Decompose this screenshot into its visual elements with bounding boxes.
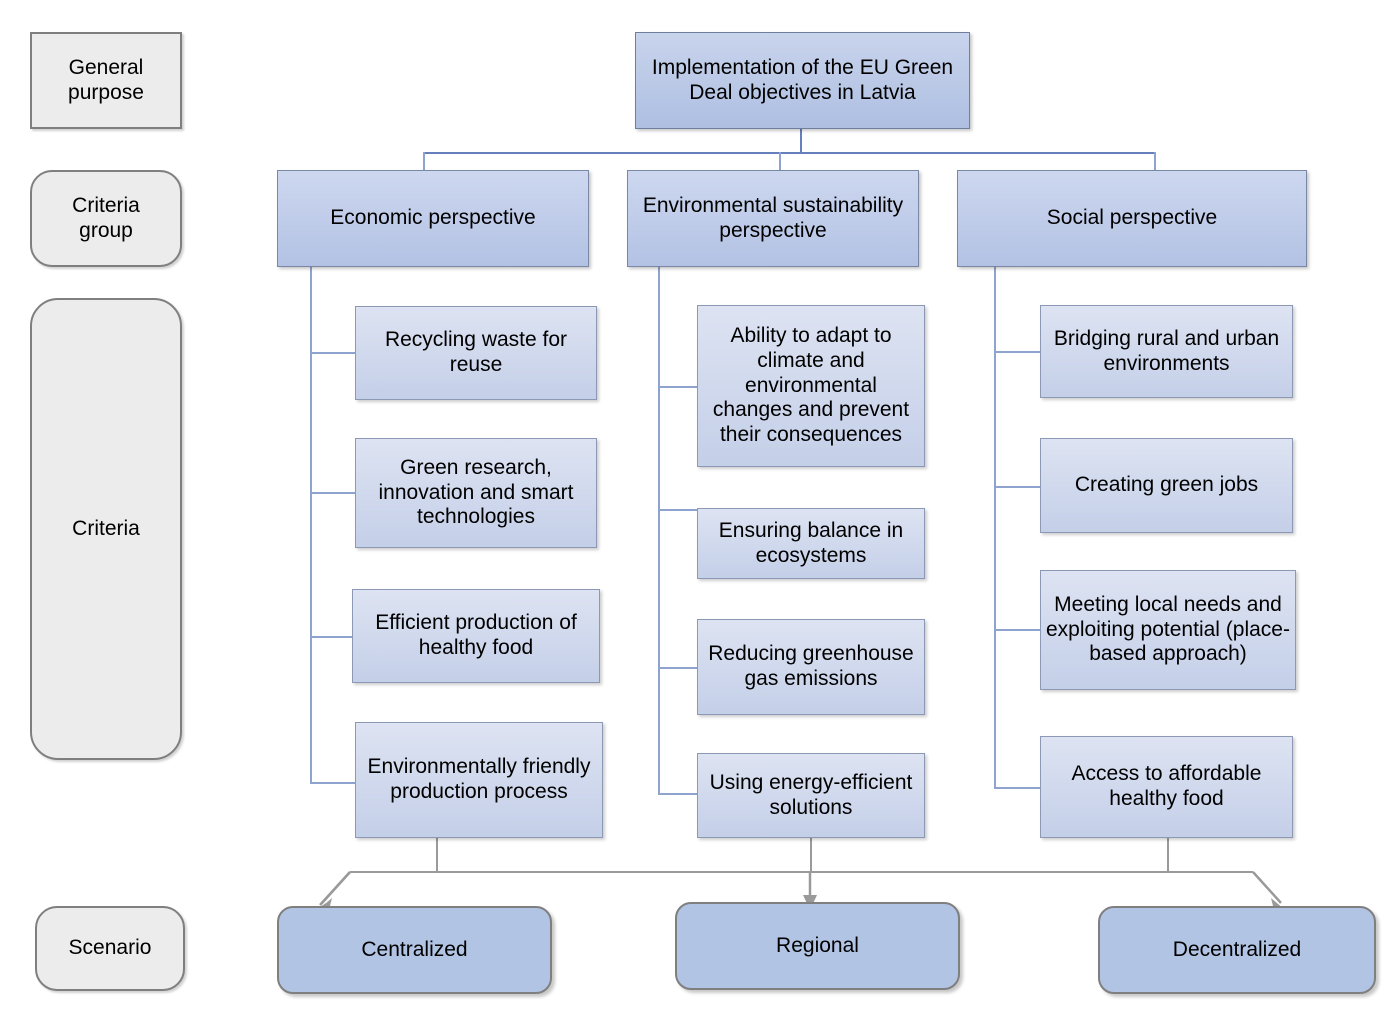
level-label-criteria-group-text: Criteria group [72,193,140,242]
scenario-box-regional[interactable]: Regional [675,902,960,990]
connector-trunk-group-2 [658,266,660,793]
level-label-criteria-text: Criteria [72,516,140,540]
connector-drop-group-3 [1154,152,1156,171]
connector-stub-g1-c3 [310,636,356,638]
criterion-box[interactable]: Bridging rural and urban environments [1040,305,1293,398]
connector-stub-g3-c1 [994,351,1041,353]
criterion-box[interactable]: Meeting local needs and exploiting poten… [1040,570,1296,690]
connector-stub-g3-c3 [994,629,1041,631]
connector-group-bus [423,152,1156,154]
goal-box[interactable]: Implementation of the EU Green Deal obje… [635,32,970,129]
criterion-label: Ability to adapt to climate and environm… [712,324,910,447]
criterion-box[interactable]: Creating green jobs [1040,438,1293,533]
level-label-criteria: Criteria [30,298,182,760]
criterion-label: Using energy-efficient solutions [709,770,913,819]
level-label-scenario-text: Scenario [68,936,152,960]
level-label-criteria-group: Criteria group [30,170,182,267]
connector-drop-group-2 [779,152,781,171]
criterion-label: Creating green jobs [1074,473,1259,497]
connector-stub-g1-c4 [310,782,356,784]
level-label-scenario: Scenario [35,906,185,991]
level-label-general-purpose-text: General purpose [68,55,144,104]
criterion-box[interactable]: Efficient production of healthy food [352,589,600,683]
criterion-box[interactable]: Access to affordable healthy food [1040,736,1293,838]
criterion-label: Reducing greenhouse gas emissions [708,642,914,690]
criterion-box[interactable]: Environmentally friendly production proc… [355,722,603,838]
connector-stub-g1-c1 [310,352,356,354]
scenario-label: Regional [776,933,859,957]
criterion-label: Meeting local needs and exploiting poten… [1046,592,1290,666]
criterion-label: Green research, innovation and smart tec… [378,455,574,529]
criterion-box[interactable]: Reducing greenhouse gas emissions [697,619,925,715]
level-label-general-purpose: General purpose [30,32,182,129]
criteria-group-box-environmental[interactable]: Environmental sustainability perspective [627,170,919,267]
scenario-label: Decentralized [1172,937,1302,961]
criterion-box[interactable]: Ability to adapt to climate and environm… [697,305,925,467]
criterion-label: Recycling waste for reuse [384,328,568,376]
connector-drop-to-scenario-bus-1 [436,838,438,872]
criterion-box[interactable]: Green research, innovation and smart tec… [355,438,597,548]
connector-stub-g1-c2 [310,492,356,494]
criterion-label: Access to affordable healthy food [1071,762,1262,810]
scenario-box-centralized[interactable]: Centralized [277,906,552,994]
connector-stub-g3-c4 [994,787,1041,789]
criterion-label: Efficient production of healthy food [375,611,577,659]
connector-goal-stem [800,128,802,154]
connector-drop-to-scenario-bus-3 [1167,838,1169,872]
criteria-group-box-social[interactable]: Social perspective [957,170,1307,267]
connector-scenario-bus [350,871,1253,873]
connector-stub-g2-c1 [658,386,698,388]
criterion-box[interactable]: Using energy-efficient solutions [697,753,925,838]
criterion-label: Bridging rural and urban environments [1053,326,1280,375]
criterion-label: Environmentally friendly production proc… [367,755,591,803]
scenario-label: Centralized [361,937,468,961]
criteria-group-label-economic: Economic perspective [330,206,536,230]
connector-trunk-group-3 [994,266,996,787]
connector-drop-to-scenario-bus-2 [810,838,812,872]
criteria-group-box-economic[interactable]: Economic perspective [277,170,589,267]
scenario-box-decentralized[interactable]: Decentralized [1098,906,1376,994]
criterion-box[interactable]: Recycling waste for reuse [355,306,597,400]
connector-trunk-group-1 [310,266,312,784]
connector-stub-g2-c4 [658,793,698,795]
goal-box-text: Implementation of the EU Green Deal obje… [651,55,954,104]
connector-stub-g3-c2 [994,486,1041,488]
criteria-group-label-environmental: Environmental sustainability perspective [642,193,904,242]
connector-drop-group-1 [423,152,425,171]
criterion-label: Ensuring balance in ecosystems [718,518,904,567]
connector-stub-g2-c2 [658,509,698,511]
criterion-box[interactable]: Ensuring balance in ecosystems [697,508,925,579]
criteria-group-label-social: Social perspective [1046,206,1218,230]
connector-stub-g2-c3 [658,667,698,669]
